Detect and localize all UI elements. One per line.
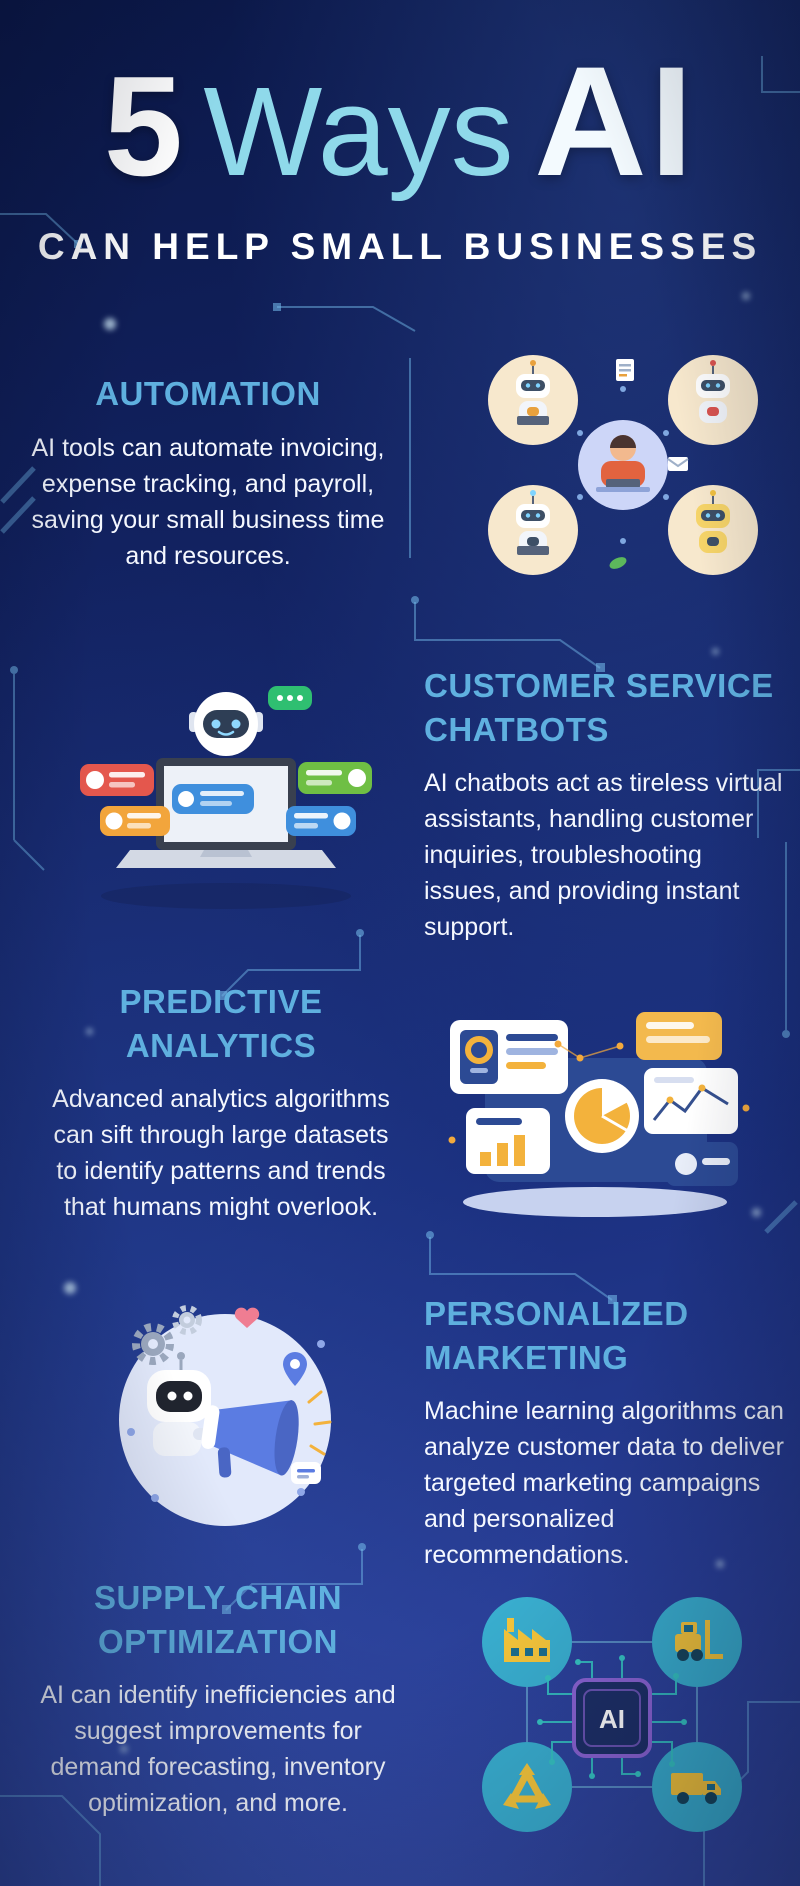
chat-bubble-icon [172, 784, 254, 814]
leaf-icon [609, 557, 627, 569]
shadow [101, 883, 351, 909]
network-dots [448, 1040, 750, 1144]
marketing-body: Machine learning algorithms can analyze … [424, 1397, 784, 1570]
marketing-section: PERSONALIZED MARKETING Machine learning … [424, 1292, 790, 1573]
glow-dot [64, 1282, 76, 1294]
robot-megaphone-illustration [119, 1305, 332, 1526]
supply-chain-illustration: AI [452, 1582, 772, 1854]
supply-chain-section: SUPPLY CHAIN OPTIMIZATION AI can identif… [40, 1576, 396, 1821]
megaphone-icon [201, 1400, 299, 1478]
gear-icon [172, 1305, 202, 1335]
network-lines [557, 1043, 621, 1059]
marketing-illustration [95, 1282, 360, 1550]
bubble-circle [488, 485, 578, 575]
forklift-icon [675, 1620, 723, 1661]
ai-chip-label: AI [599, 1704, 625, 1734]
chatbots-body: AI chatbots act as tireless virtual assi… [424, 769, 783, 942]
profile-card [666, 1142, 738, 1186]
node-circle [482, 1742, 572, 1832]
pie-chart-icon [565, 1079, 639, 1153]
robot-icon [516, 490, 550, 555]
subtitle: CAN HELP SMALL BUSINESSES [37, 226, 763, 267]
chat-bubble-icon [298, 762, 372, 794]
robot-icon [696, 490, 730, 553]
chatbots-heading: CUSTOMER SERVICE CHATBOTS [424, 667, 774, 748]
bubble-circle [668, 485, 758, 575]
team-of-robots-illustration [488, 355, 758, 575]
base-ellipse [463, 1187, 727, 1217]
person-icon [596, 435, 650, 492]
analytics-heading: PREDICTIVE ANALYTICS [119, 983, 323, 1064]
mail-icon [667, 457, 689, 471]
stats-card [450, 1020, 568, 1094]
chatbot-head-icon [189, 692, 263, 756]
chip-traces [540, 1658, 684, 1776]
factory-icon [504, 1618, 550, 1662]
document-icon [616, 359, 634, 381]
robot-icon [696, 360, 730, 423]
chat-bubble-icon [268, 686, 312, 710]
title-word: Ways [203, 61, 514, 202]
chat-bubble-icon [100, 806, 170, 836]
analytics-dashboard-illustration [448, 1012, 750, 1217]
supply-chain-body: AI can identify inefficiencies and sugge… [40, 1681, 396, 1818]
automation-heading: AUTOMATION [95, 375, 321, 412]
chatbot-laptop-illustration [80, 686, 372, 909]
chatbots-section: CUSTOMER SERVICE CHATBOTS AI chatbots ac… [424, 664, 786, 945]
glow-dot [712, 648, 719, 655]
gear-icon [132, 1323, 174, 1365]
glow-dot [104, 318, 116, 330]
analytics-body: Advanced analytics algorithms can sift t… [52, 1085, 390, 1222]
stats-card-orange [636, 1012, 722, 1060]
marketing-heading: PERSONALIZED MARKETING [424, 1295, 689, 1376]
main-title: 5 Ways AI [0, 44, 800, 200]
analytics-illustration [430, 1000, 760, 1225]
glow-dot [742, 292, 750, 300]
ai-chip-icon: AI [537, 1655, 687, 1779]
connection-lines [526, 1641, 698, 1788]
line-chart-card [644, 1068, 738, 1134]
robot-icon [516, 360, 550, 425]
heart-icon [234, 1307, 260, 1328]
supply-chain-ai-illustration: AI [482, 1597, 742, 1832]
truck-icon [671, 1773, 721, 1804]
chat-bubble-icon [286, 806, 356, 836]
bubble-circle [668, 355, 758, 445]
sound-lines [307, 1390, 332, 1456]
title-number: 5 [103, 47, 183, 206]
chatbots-illustration [64, 666, 389, 916]
title-ai: AI [534, 35, 697, 209]
automation-body: AI tools can automate invoicing, expense… [31, 433, 385, 570]
decorative-dots [127, 1340, 325, 1502]
trace-dots [537, 1655, 687, 1779]
robot-announcer-icon [147, 1352, 219, 1456]
message-icon [291, 1462, 321, 1484]
bar-chart-card [466, 1108, 550, 1174]
location-pin-icon [283, 1352, 307, 1386]
automation-section: AUTOMATION AI tools can automate invoici… [22, 372, 394, 574]
automation-illustration [468, 345, 778, 585]
bubble-circle [488, 355, 578, 445]
supply-chain-heading: SUPPLY CHAIN OPTIMIZATION [93, 1579, 343, 1660]
title-block: 5 Ways AI CAN HELP SMALL BUSINESSES [0, 44, 800, 268]
analytics-section: PREDICTIVE ANALYTICS Advanced analytics … [48, 980, 394, 1225]
chat-bubble-icon [80, 764, 154, 796]
recycle-icon [503, 1763, 551, 1809]
